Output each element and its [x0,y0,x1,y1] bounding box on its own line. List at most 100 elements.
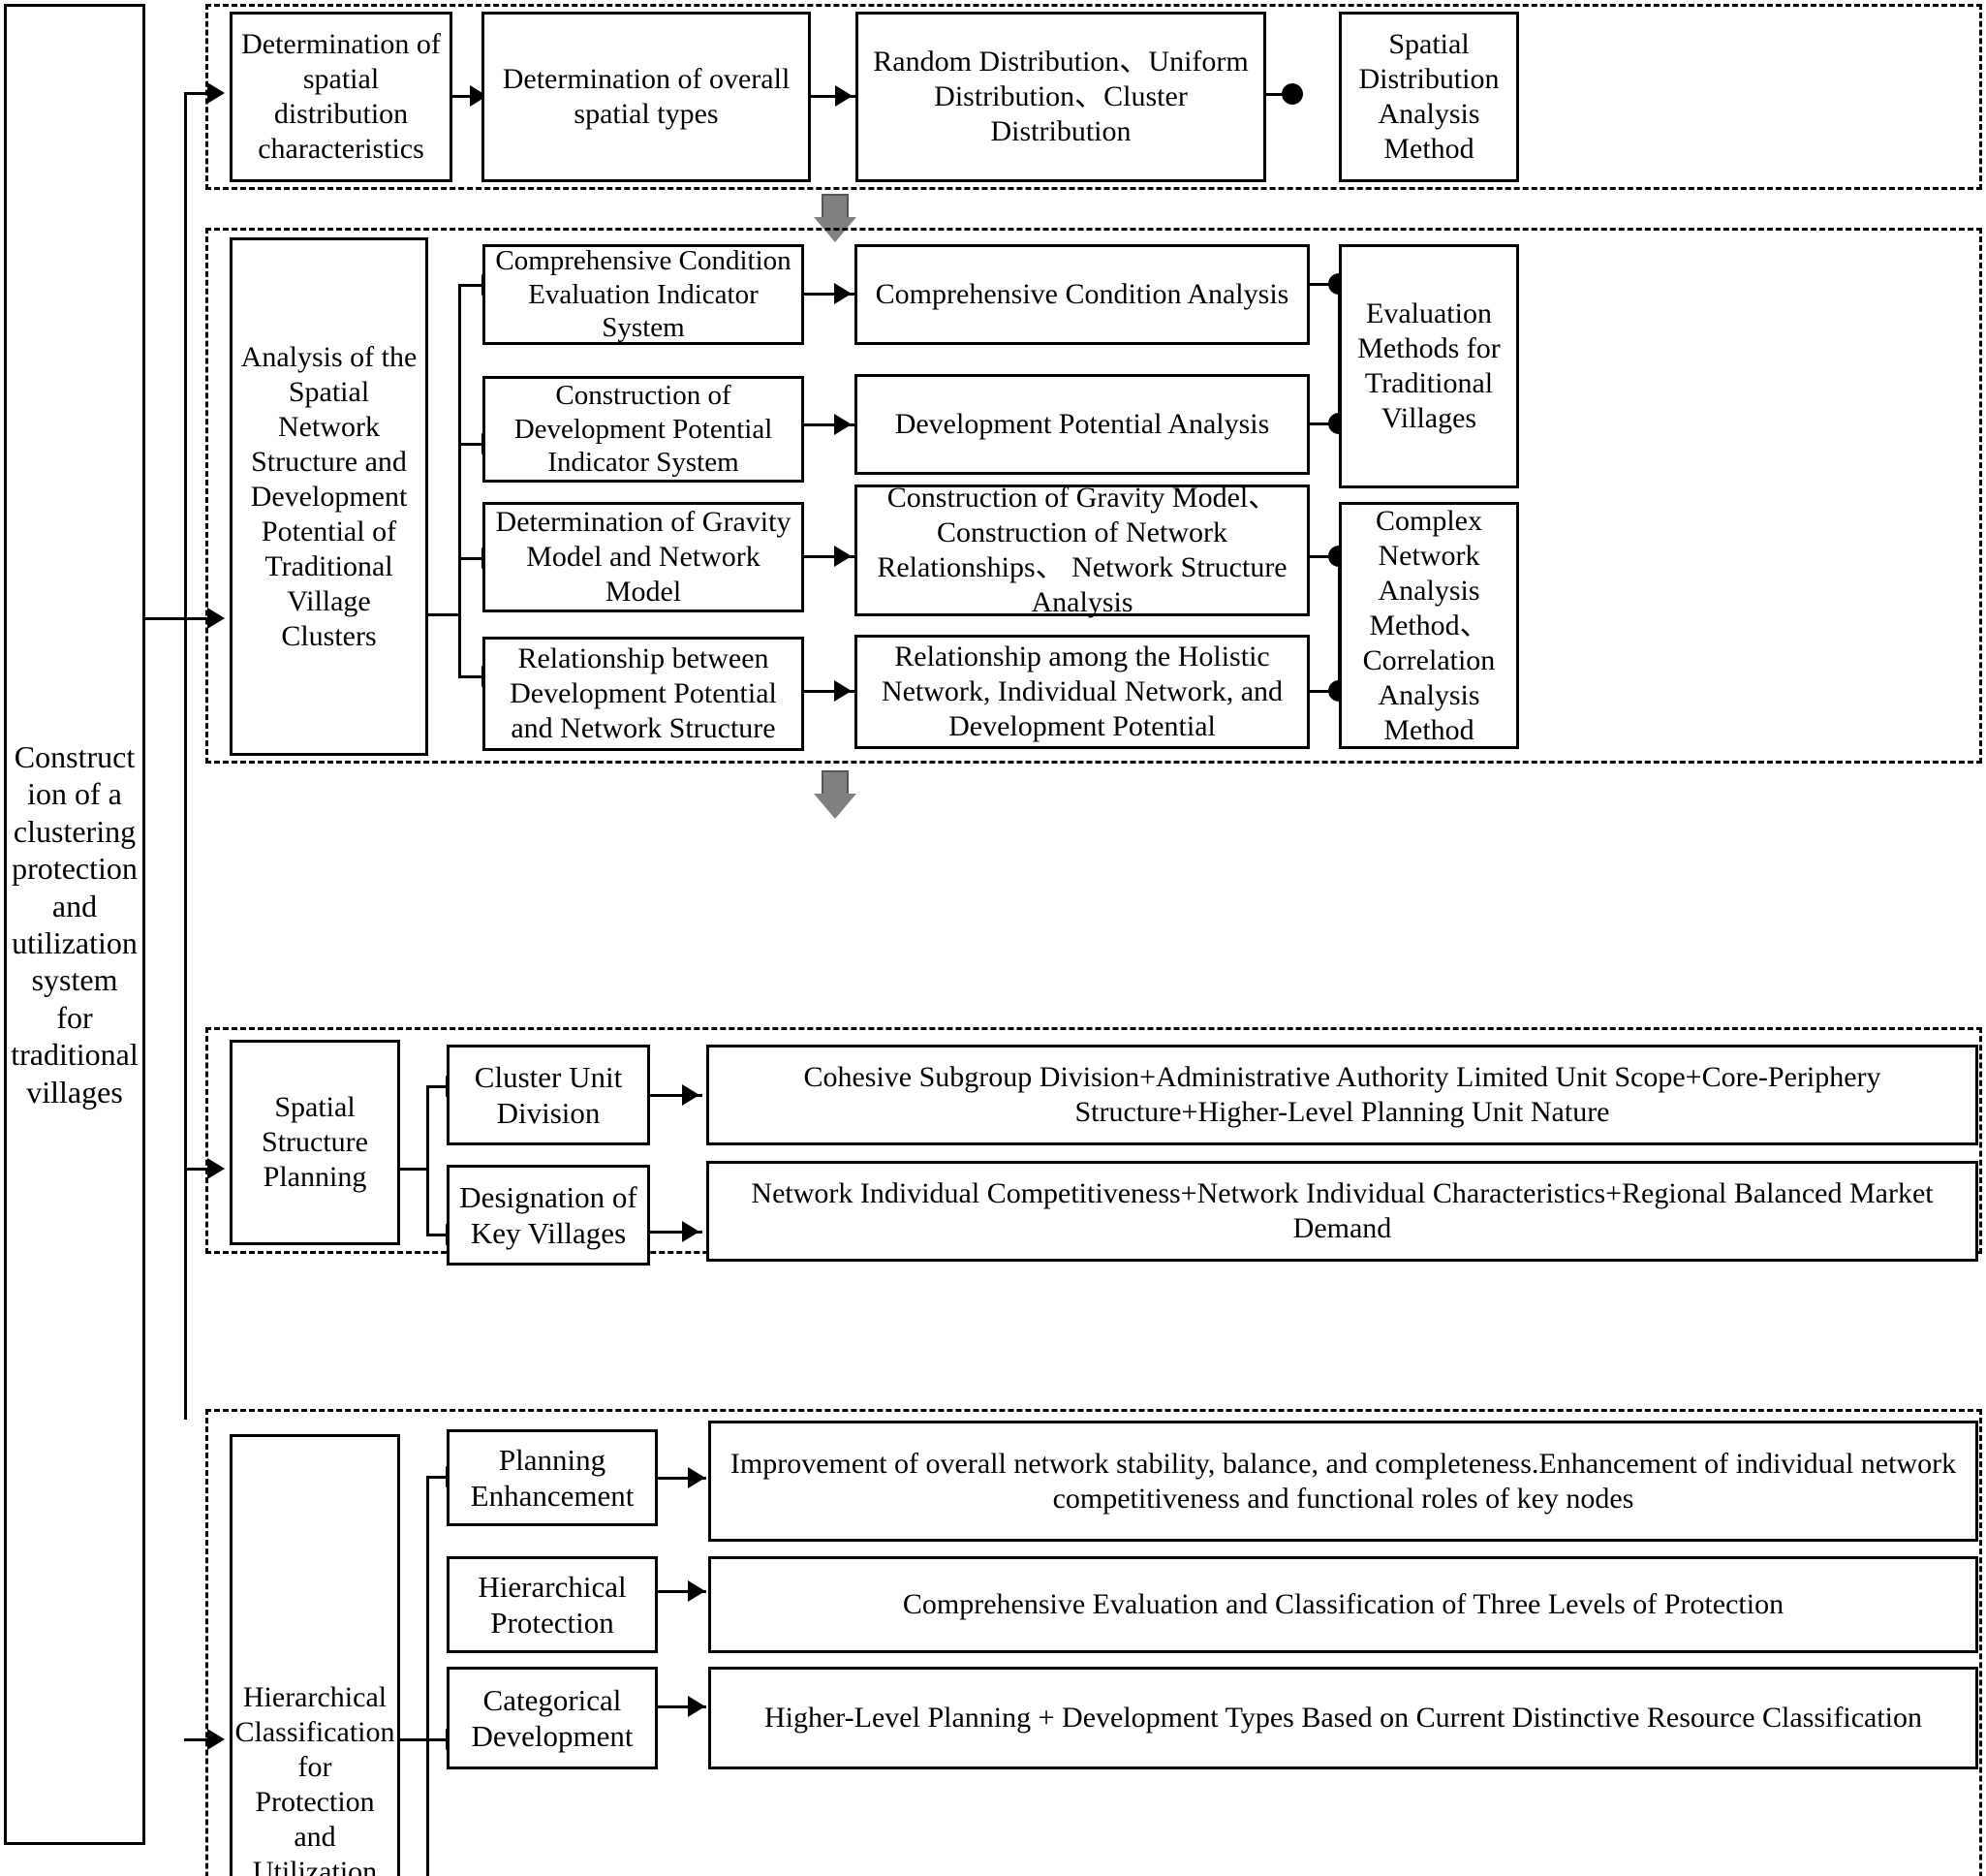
stage-4-step-1: Planning Enhancement [447,1429,658,1526]
stage-2-step-2-label: Construction of Development Potential In… [513,379,773,479]
stage-3-fan-1 [426,1085,448,1088]
stage-4-row-3-arrowhead [688,1696,705,1717]
stage-2-step-3-label: Determination of Gravity Model and Netwo… [495,506,791,608]
stage-2-method-2-conn-a [1310,555,1341,558]
stage-4-result-2-label: Comprehensive Evaluation and Classificat… [902,1588,1784,1620]
root-branch-3 [184,1168,209,1171]
stage-3-row-1-arrowhead [682,1084,699,1106]
stage-1-conn-2 [811,95,855,98]
stage-3-row-2-arrowhead [682,1221,699,1242]
stage-3-fan-trunk [426,1085,429,1234]
stage-3-row-2-conn [650,1231,702,1234]
stage-3-step-1: Cluster Unit Division [447,1045,650,1145]
stage-2-step-3: Determination of Gravity Model and Netwo… [482,502,804,612]
stage-1-method: Spatial Distribution Analysis Method [1339,12,1519,182]
stage-2-row-3-conn [804,555,854,558]
root-branch-3-arrowhead [207,1158,225,1179]
stage-4-group [205,1409,1982,1876]
stage-1-conn-2-arrowhead [835,85,853,107]
stage-3-theme: Spatial Structure Planning [230,1040,400,1245]
root-branch-4-arrowhead [207,1729,225,1750]
stage-1-step-1: Determination of spatial distribution ch… [230,12,452,182]
stage-2-fan-4 [458,675,483,678]
stage-2-method-1-label: Evaluation Methods for Traditional Villa… [1357,297,1501,434]
stage-3-fan-stub [400,1168,429,1171]
stage-3-step-1-label: Cluster Unit Division [474,1059,623,1130]
stage-2-theme-label: Analysis of the Spatial Network Structur… [240,340,418,652]
stage-3-step-2: Designation of Key Villages [447,1165,650,1266]
stage-4-result-2: Comprehensive Evaluation and Classificat… [708,1556,1978,1653]
stage-3-step-2-label: Designation of Key Villages [459,1179,637,1250]
stage-2-method-1-conn-a [1310,283,1341,286]
stage-2-row-4-conn [804,690,854,693]
stage-2-method-1-conn-b [1310,422,1341,425]
stage-2-row-2-conn [804,423,854,426]
stage-4-step-1-label: Planning Enhancement [470,1442,635,1513]
stage-3-result-2: Network Individual Competitiveness+Netwo… [706,1161,1978,1262]
stage-4-result-1: Improvement of overall network stability… [708,1421,1978,1542]
stage-2-step-4: Relationship between Development Potenti… [482,637,804,751]
stage-4-row-2-conn [658,1590,706,1593]
stage-3-result-1-label: Cohesive Subgroup Division+Administrativ… [803,1061,1881,1128]
stage-4-result-1-label: Improvement of overall network stability… [729,1447,1957,1515]
stage-4-row-1-arrowhead [688,1467,705,1488]
stage-4-step-2-label: Hierarchical Protection [478,1569,627,1640]
stage-2-group [205,228,1982,764]
stage-1-step-2: Determination of overall spatial types [481,12,811,182]
stage-2-method-2-conn-b [1310,690,1341,693]
stage-2-fan-2 [458,443,483,446]
stage-2-fan-trunk [458,284,461,675]
stage-4-step-2: Hierarchical Protection [447,1556,658,1653]
stage-2-step-2: Construction of Development Potential In… [482,376,804,483]
root-branch-2 [184,617,209,620]
stage-2-fan-stub [428,613,461,616]
stage-2-result-4: Relationship among the Holistic Network,… [854,635,1310,749]
stage-2-row-4-arrowhead [834,680,852,702]
stage-3-row-1-conn [650,1094,702,1097]
stage-2-result-3: Construction of Gravity Model、Constructi… [854,482,1310,618]
stage-2-result-2: Development Potential Analysis [854,374,1310,475]
stage-4-row-2-arrowhead [688,1580,705,1602]
root-branch-1 [184,92,209,95]
stage-4-result-3-label: Higher-Level Planning + Development Type… [763,1702,1923,1734]
stage-4-theme-label: Hierarchical Classification for Protecti… [234,1681,395,1876]
stage-4-row-1-conn [658,1477,706,1480]
stage-3-result-2-label: Network Individual Competitiveness+Netwo… [751,1177,1934,1244]
stage-1-step-2-label: Determination of overall spatial types [502,63,791,130]
stage-1-method-label: Spatial Distribution Analysis Method [1358,28,1500,165]
stage-1-step-3-label: Random Distribution、Uniform Distribution… [873,46,1249,147]
stage-2-row-1-conn [804,293,854,296]
stage-2-result-2-label: Development Potential Analysis [894,408,1270,440]
stage-4-fan-2 [426,1738,448,1741]
stage-4-step-3-label: Categorical Development [471,1682,634,1753]
stage-2-result-1: Comprehensive Condition Analysis [854,244,1310,345]
stage-2-result-1-label: Comprehensive Condition Analysis [875,278,1289,310]
stage-2-step-1: Comprehensive Condition Evaluation Indic… [482,244,804,345]
stage-1-junction-dot [1282,83,1303,105]
stage-4-result-3: Higher-Level Planning + Development Type… [708,1667,1978,1769]
stage-2-row-1-arrowhead [834,283,852,304]
stage-4-step-3: Categorical Development [447,1667,658,1769]
root-branch-2-arrowhead [207,608,225,629]
stage-4-fan-stub [400,1738,429,1741]
stage-1-group [205,4,1982,190]
root-trunk-h [145,617,186,620]
root-node-construction-system: Construct ion of a clustering protection… [4,4,145,1845]
stage-4-row-3-conn [658,1705,706,1708]
stage-3-fan-2 [426,1234,448,1236]
root-branch-4 [184,1738,209,1741]
stage-2-method-2: Complex Network Analysis Method、Correlat… [1339,502,1519,749]
stage-3-result-1: Cohesive Subgroup Division+Administrativ… [706,1045,1978,1145]
stage-2-row-2-arrowhead [834,414,852,435]
stage-1-step-3: Random Distribution、Uniform Distribution… [855,12,1266,182]
stage-2-fan-3 [458,557,483,560]
root-branch-1-arrowhead [207,82,225,104]
stage-2-method-2-label: Complex Network Analysis Method、Correlat… [1362,504,1496,746]
root-node-label: Construct ion of a clustering protection… [11,739,139,1110]
stage-2-result-4-label: Relationship among the Holistic Network,… [881,641,1284,742]
stage-4-fan-trunk [426,1476,429,1876]
stage-2-step-1-label: Comprehensive Condition Evaluation Indic… [495,244,791,344]
stage-2-theme: Analysis of the Spatial Network Structur… [230,237,428,756]
stage-2-step-4-label: Relationship between Development Potenti… [510,642,777,744]
stage-4-fan-1 [426,1476,448,1479]
